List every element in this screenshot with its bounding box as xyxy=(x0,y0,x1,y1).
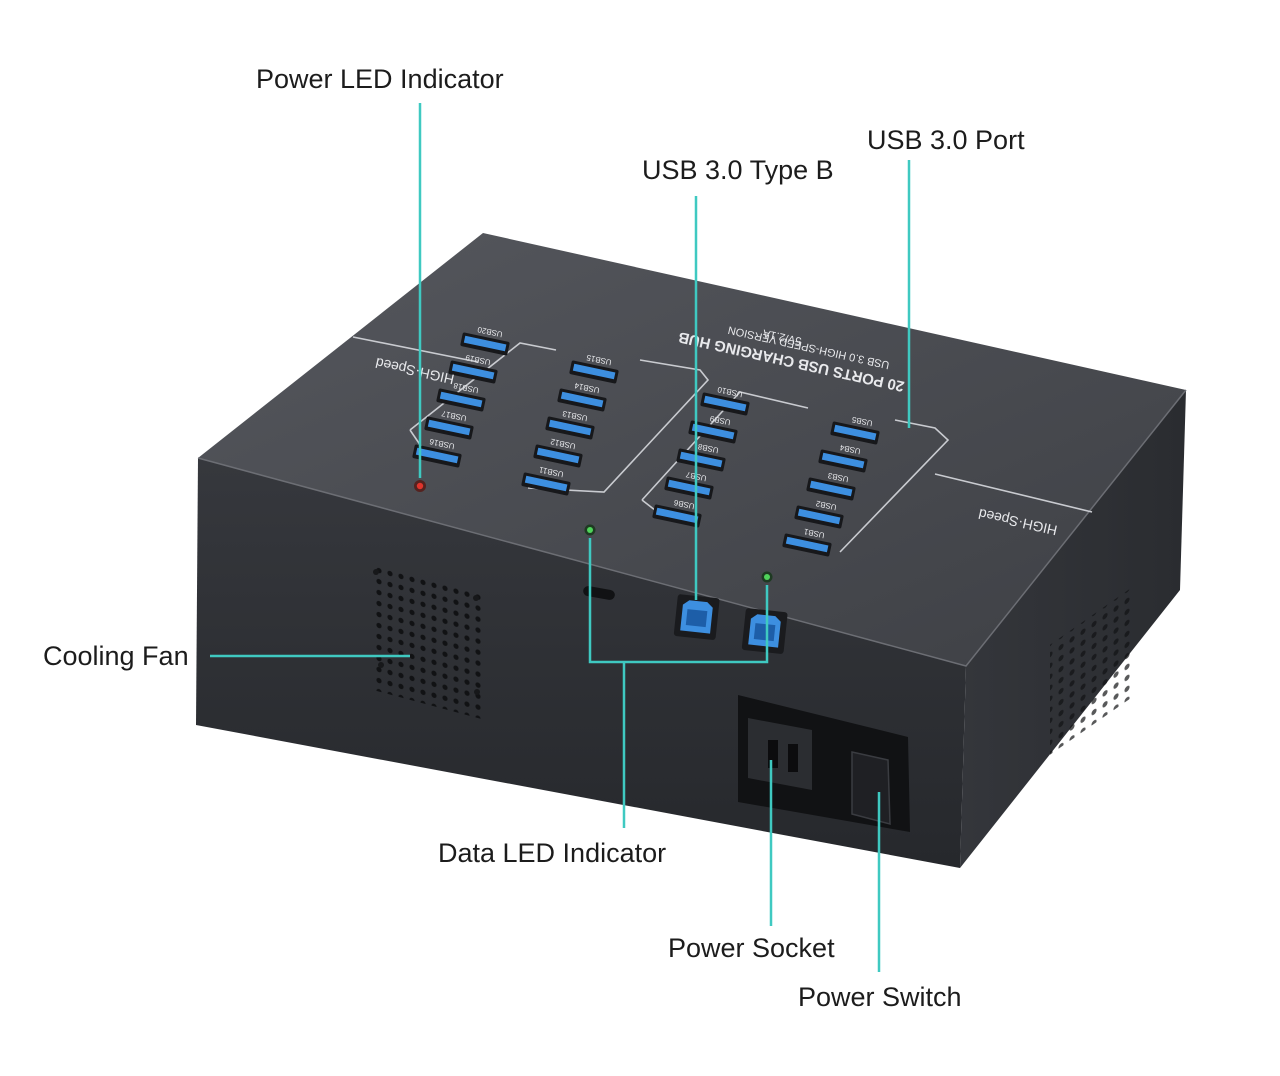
usb-port-18 xyxy=(436,388,486,412)
power-module xyxy=(738,695,910,832)
label-data-led-indicator: Data LED Indicator xyxy=(438,838,667,868)
power-switch xyxy=(851,751,891,825)
leader-lines xyxy=(210,103,911,972)
label-power-led-indicator: Power LED Indicator xyxy=(256,64,504,94)
usb-port-17 xyxy=(424,416,474,440)
usb-port-4 xyxy=(818,449,868,473)
usb-port-8 xyxy=(676,448,726,472)
usb-port-6 xyxy=(652,504,702,528)
usb-port-11 xyxy=(521,472,571,496)
power-led-indicator xyxy=(414,480,426,492)
usb-port-5 xyxy=(830,421,880,445)
usb-port-label: USB1 xyxy=(803,527,826,540)
power-socket xyxy=(748,718,812,790)
usb-port-10 xyxy=(700,392,750,416)
hub-edge xyxy=(197,389,1187,667)
usb-port-label: USB2 xyxy=(815,499,838,512)
label-cooling-fan: Cooling Fan xyxy=(43,641,189,671)
usb-port-label: USB6 xyxy=(673,498,696,511)
label-power-switch: Power Switch xyxy=(798,982,962,1012)
usb-type-b-port-2 xyxy=(741,608,788,654)
cooling-fan-vent xyxy=(373,563,481,719)
data-led-indicator-2 xyxy=(761,571,773,583)
usb-port-9 xyxy=(688,420,738,444)
usb-port-1 xyxy=(782,533,832,557)
usb-port-label: USB4 xyxy=(839,443,862,456)
usb-port-14 xyxy=(557,388,607,412)
leader-data-led xyxy=(588,538,769,664)
usb-port-label: USB3 xyxy=(827,471,850,484)
usb-port-label: USB9 xyxy=(709,414,732,427)
usb-type-b-port-1 xyxy=(673,594,720,640)
usb-port-3 xyxy=(806,477,856,501)
hub-top-face xyxy=(198,233,1186,666)
usb-port-7 xyxy=(664,476,714,500)
label-usb-3-port: USB 3.0 Port xyxy=(867,125,1025,155)
data-led-indicator-1 xyxy=(584,524,596,536)
fan-screws xyxy=(373,569,480,695)
usb-port-label: USB8 xyxy=(697,442,720,455)
usb-port-20 xyxy=(460,332,510,356)
side-vents xyxy=(1050,588,1130,755)
usb-port-15 xyxy=(569,360,619,384)
usb-port-array: USB1USB2USB3USB4USB5USB6USB7USB8USB9USB1… xyxy=(412,325,880,557)
usb-port-16 xyxy=(412,444,462,468)
label-usb-type-b: USB 3.0 Type B xyxy=(642,155,834,185)
usb-port-label: USB5 xyxy=(851,415,874,428)
usb-port-2 xyxy=(794,505,844,529)
usb-port-12 xyxy=(533,444,583,468)
label-power-socket: Power Socket xyxy=(668,933,835,963)
usb-port-13 xyxy=(545,416,595,440)
usb-port-19 xyxy=(448,360,498,384)
